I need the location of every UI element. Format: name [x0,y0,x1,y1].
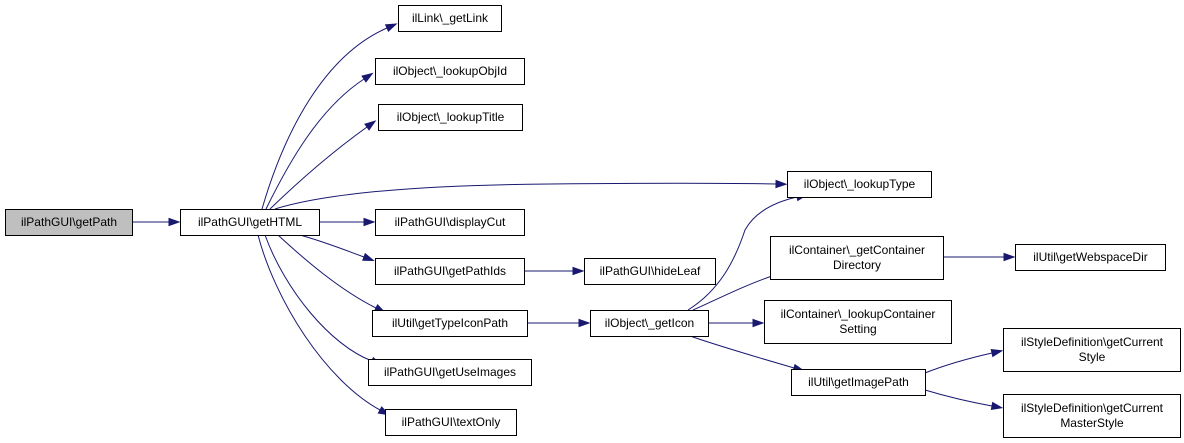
node-box [385,409,517,436]
arrowhead-getHTML-to-lookupObjId [361,72,374,83]
node-label: ilPathGUI\getPathIds [394,264,506,278]
edge-getImagePath-to-getCurrentStyle [924,352,993,374]
node-lookupTitle[interactable]: ilObject\_lookupTitle [378,104,523,131]
node-box [378,104,523,131]
node-lookupType[interactable]: ilObject\_lookupType [787,171,932,198]
node-label: ilPathGUI\getPath [21,215,117,229]
node-box [584,258,716,285]
edge-getIcon-to-getContainerDirectory [692,274,776,311]
node-label: ilStyleDefinition\getCurrent [1021,401,1164,415]
node-box [375,258,525,285]
node-label: ilObject\_lookupObjId [393,64,507,78]
node-getUseImages[interactable]: ilPathGUI\getUseImages [368,359,532,386]
node-textOnly[interactable]: ilPathGUI\textOnly [385,409,517,436]
node-label: ilObject\_lookupTitle [397,110,505,124]
edge-getHTML-to-getPathIds [299,234,365,258]
node-box [1015,244,1166,271]
call-graph-edges [132,23,1016,416]
node-label: ilContainer\_getContainer [789,243,925,257]
edge-getHTML-to-getUseImages [264,234,373,362]
node-label: ilLink\_getLink [412,11,489,25]
node-getImagePath[interactable]: ilUtil\getImagePath [791,369,926,396]
node-box [375,58,525,85]
node-label: ilPathGUI\displayCut [395,215,506,229]
node-label: ilStyleDefinition\getCurrent [1021,335,1164,349]
node-label: Setting [839,322,876,336]
arrowhead-getHTML-to-displayCut [363,217,376,227]
node-label: ilUtil\getTypeIconPath [392,316,508,330]
node-label: ilUtil\getWebspaceDir [1033,250,1148,264]
node-box [372,310,528,337]
node-box [180,209,320,236]
edge-getHTML-to-getLink [261,27,388,210]
arrowhead-getImagePath-to-getCurrentMasterStyle [990,401,1004,411]
node-box [770,236,944,280]
edge-getHTML-to-textOnly [257,234,381,411]
node-lookupObjId[interactable]: ilObject\_lookupObjId [375,58,525,85]
node-getPath[interactable]: ilPathGUI\getPath [5,209,133,236]
arrowhead-getPath-to-getHTML [168,217,181,227]
node-displayCut[interactable]: ilPathGUI\displayCut [375,209,525,236]
edge-getImagePath-to-getCurrentMasterStyle [924,389,993,407]
node-label: ilPathGUI\getHTML [198,215,302,229]
node-label: ilObject\_getIcon [605,316,694,330]
edge-getIcon-to-getImagePath [689,335,795,369]
arrowhead-getHTML-to-getPathIds [362,252,375,261]
edge-getHTML-to-lookupTitle [269,126,368,210]
edge-getIcon-to-lookupType [687,196,798,311]
node-box [375,209,525,236]
node-getPathIds[interactable]: ilPathGUI\getPathIds [375,258,525,285]
node-label: ilPathGUI\hideLeaf [600,264,701,278]
node-label: Style [1079,350,1106,364]
node-getLink[interactable]: ilLink\_getLink [398,5,502,32]
node-box [368,359,532,386]
node-box [1003,328,1181,372]
node-label: ilPathGUI\getUseImages [384,365,516,379]
arrowhead-getHTML-to-lookupTitle [364,120,377,131]
node-hideLeaf[interactable]: ilPathGUI\hideLeaf [584,258,716,285]
call-graph-nodes: ilPathGUI\getPath ilPathGUI\getHTML ilLink… [5,5,1181,438]
node-box [791,369,926,396]
node-label: Directory [833,258,881,272]
node-label: ilObject\_lookupType [804,177,916,191]
arrowhead-getHTML-to-lookupType [775,179,788,189]
arrowhead-getTypeIconPath-to-getIcon [578,318,591,328]
node-getIcon[interactable]: ilObject\_getIcon [590,310,709,337]
node-box [398,5,502,32]
node-box [5,209,133,236]
arrowhead-getPathIds-to-hideLeaf [572,266,585,276]
node-label: MasterStyle [1060,416,1124,430]
edge-getHTML-to-getTypeIconPath [277,234,377,309]
node-getTypeIconPath[interactable]: ilUtil\getTypeIconPath [372,310,528,337]
node-label: ilUtil\getImagePath [808,375,909,389]
arrowhead-getImagePath-to-getCurrentStyle [990,349,1004,358]
arrowhead-getContainerDirectory-to-getWebspaceDir [1003,252,1016,262]
node-box [787,171,932,198]
node-getWebspaceDir[interactable]: ilUtil\getWebspaceDir [1015,244,1166,271]
edge-getHTML-to-lookupObjId [265,78,365,210]
node-box [590,310,709,337]
arrowhead-getIcon-to-lookupContainerSetting [752,318,765,328]
edge-getHTML-to-lookupType [274,182,777,210]
node-label: ilPathGUI\textOnly [402,415,501,429]
node-box [1003,394,1181,438]
node-label: ilContainer\_lookupContainer [781,307,936,321]
node-box [764,300,952,344]
node-getHTML[interactable]: ilPathGUI\getHTML [180,209,320,236]
arrowhead-getHTML-to-getLink [384,23,398,33]
